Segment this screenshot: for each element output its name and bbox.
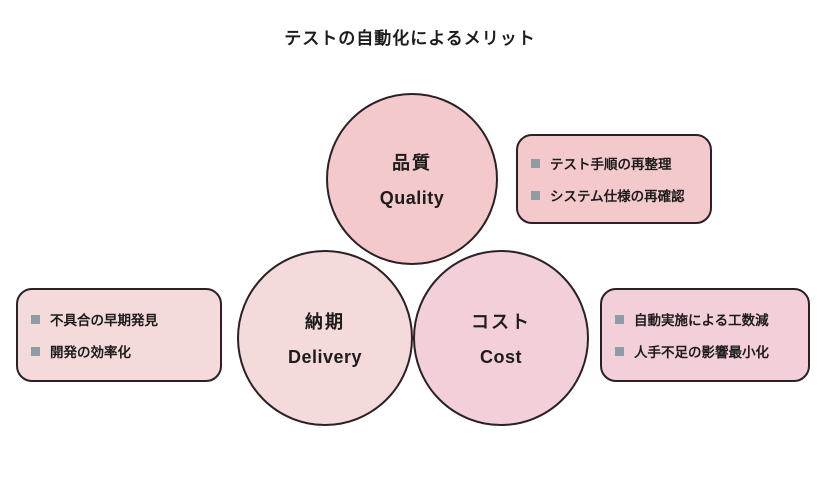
callout-delivery-item-text: 不具合の早期発見 (50, 313, 158, 328)
callout-quality-item: システム仕様の再確認 (531, 185, 710, 205)
circle-quality: 品質 Quality (326, 93, 498, 265)
square-bullet-icon (615, 314, 624, 324)
circle-quality-label-en: Quality (379, 188, 445, 208)
circle-cost: コスト Cost (413, 250, 589, 426)
callout-quality-item-text: システム仕様の再確認 (550, 189, 685, 204)
callout-cost: 自動実施による工数減 人手不足の影響最小化 (600, 288, 810, 382)
callout-cost-item-text: 人手不足の影響最小化 (634, 345, 769, 360)
callout-quality-item: テスト手順の再整理 (531, 153, 710, 173)
circle-delivery: 納期 Delivery (237, 250, 413, 426)
circle-delivery-label-en: Delivery (287, 347, 363, 367)
callout-cost-item-text: 自動実施による工数減 (634, 313, 769, 328)
circle-quality-label-ja: 品質 (392, 153, 432, 173)
square-bullet-icon (31, 346, 40, 356)
square-bullet-icon (531, 158, 540, 168)
callout-delivery: 不具合の早期発見 開発の効率化 (16, 288, 222, 382)
square-bullet-icon (615, 346, 624, 356)
square-bullet-icon (31, 314, 40, 324)
circle-delivery-label-ja: 納期 (305, 312, 345, 332)
callout-cost-item: 自動実施による工数減 (615, 309, 808, 329)
callout-delivery-item-text: 開発の効率化 (50, 345, 131, 360)
callout-quality: テスト手順の再整理 システム仕様の再確認 (516, 134, 712, 224)
callout-cost-item: 人手不足の影響最小化 (615, 341, 808, 361)
circle-cost-label-en: Cost (480, 347, 522, 367)
callout-quality-item-text: テスト手順の再整理 (550, 157, 672, 172)
callout-delivery-item: 開発の効率化 (31, 341, 220, 361)
circle-cost-label-ja: コスト (471, 312, 531, 332)
diagram-title: テストの自動化によるメリット (284, 29, 536, 48)
callout-delivery-item: 不具合の早期発見 (31, 309, 220, 329)
square-bullet-icon (531, 190, 540, 200)
